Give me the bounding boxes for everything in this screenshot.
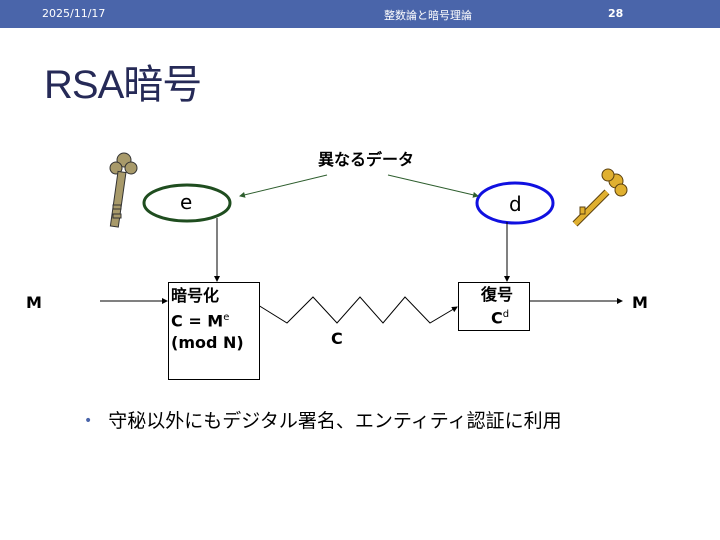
encrypt-title: 暗号化 bbox=[171, 286, 220, 305]
input-m: M bbox=[26, 293, 42, 312]
channel-zigzag bbox=[257, 296, 458, 324]
bullet-item: • 守秘以外にもデジタル署名、エンティティ認証に利用 bbox=[84, 406, 562, 433]
slide-header: 2025/11/17 整数論と暗号理論 28 bbox=[0, 0, 720, 28]
output-m: M bbox=[632, 293, 648, 312]
slide-title: RSA暗号 bbox=[44, 63, 202, 107]
key-d-label: d bbox=[509, 192, 522, 216]
encrypt-text: 暗号化 C = Me (mod N) bbox=[171, 285, 244, 354]
decrypt-box: 復号 Cd bbox=[458, 282, 530, 331]
decrypt-formula: Cd bbox=[491, 308, 510, 328]
ciphertext-c: C bbox=[331, 329, 343, 348]
arrow-to-d bbox=[387, 174, 479, 198]
header-course: 整数論と暗号理論 bbox=[384, 9, 472, 22]
header-date: 2025/11/17 bbox=[42, 7, 106, 20]
different-data-label: 異なるデータ bbox=[318, 150, 415, 169]
decrypt-text: 復号 Cd bbox=[481, 285, 513, 328]
ellipse-d bbox=[475, 181, 555, 225]
key-icon-right bbox=[572, 168, 628, 227]
bullet-text: 守秘以外にもデジタル署名、エンティティ認証に利用 bbox=[108, 410, 562, 432]
encrypt-mod: (mod N) bbox=[171, 333, 244, 353]
decrypt-title: 復号 bbox=[481, 285, 514, 304]
ellipse-e bbox=[142, 183, 232, 223]
encrypt-box: 暗号化 C = Me (mod N) bbox=[168, 282, 260, 380]
header-page: 28 bbox=[608, 7, 624, 20]
key-icon-left bbox=[109, 152, 138, 228]
encrypt-formula: C = Me bbox=[171, 311, 230, 331]
arrow-to-e bbox=[239, 174, 328, 198]
bullet-icon: • bbox=[84, 413, 93, 429]
key-e-label: e bbox=[180, 190, 193, 214]
